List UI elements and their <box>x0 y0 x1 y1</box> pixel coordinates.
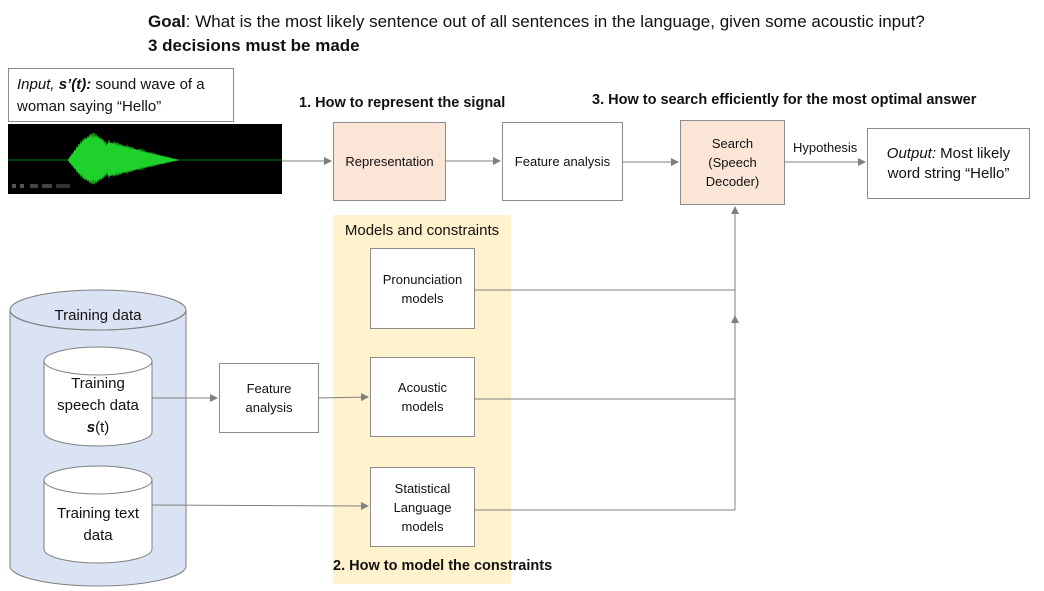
waveform-graphic <box>8 133 282 188</box>
output-line2: word string “Hello” <box>887 164 1010 182</box>
goal-question: : What is the most likely sentence out o… <box>185 12 925 31</box>
acoustic-l1: Acoustic <box>397 380 448 395</box>
acoustic-l2: models <box>401 399 444 414</box>
sound-wave-image <box>8 124 282 194</box>
heading-search: 3. How to search efficiently for the mos… <box>592 92 977 108</box>
training-text-label: Training text data <box>44 503 152 547</box>
representation-label: Representation <box>345 154 434 169</box>
goal-text: Goal: What is the most likely sentence o… <box>148 10 925 58</box>
feat2-l1: Feature <box>246 381 292 396</box>
text-l2: data <box>83 527 113 544</box>
search-label-1: Search <box>711 136 754 151</box>
input-italic: Input, <box>17 76 59 93</box>
pron-l1: Pronunciation <box>382 271 463 287</box>
input-desc-line2: woman saying “Hello” <box>17 98 162 115</box>
lang-l3: models <box>401 518 444 534</box>
input-desc: sound wave of a <box>91 76 205 93</box>
acoustic-models-box: Acoustic models <box>370 357 475 437</box>
heading-model-constraints: 2. How to model the constraints <box>333 558 553 574</box>
lang-l2: Language <box>393 499 452 515</box>
input-label-box: Input, s’(t): sound wave of a woman sayi… <box>8 68 234 122</box>
heading-represent-signal: 1. How to represent the signal <box>299 95 506 111</box>
models-title: Models and constraints <box>344 222 500 239</box>
lang-l1: Statistical <box>394 480 451 496</box>
input-signal-symbol: s’(t): <box>58 76 92 93</box>
search-label-3: Decoder) <box>705 174 760 189</box>
output-line1: Most likely <box>936 144 1011 162</box>
search-label-2: (Speech <box>708 155 757 170</box>
pron-l2: models <box>401 290 444 306</box>
goal-prefix: Goal <box>148 12 186 31</box>
speech-l1: Training <box>71 375 125 392</box>
output-box: Output: Most likely word string “Hello” <box>867 128 1030 199</box>
feat2-l2: analysis <box>245 400 293 415</box>
goal-decisions: 3 decisions must be made <box>148 36 360 55</box>
speech-l2: speech data <box>57 397 139 414</box>
text-l1: Training text <box>57 505 139 522</box>
training-data-title: Training data <box>54 307 142 324</box>
representation-box: Representation <box>333 122 446 201</box>
speech-symbol-rest: (t) <box>95 419 110 436</box>
search-decoder-box: Search (Speech Decoder) <box>680 120 785 205</box>
hypothesis-label: Hypothesis <box>793 140 858 155</box>
pronunciation-models-box: Pronunciation models <box>370 248 475 329</box>
speech-symbol: s <box>86 419 96 436</box>
training-feature-analysis-box: Feature analysis <box>219 363 319 433</box>
training-speech-label: Training speech data s(t) <box>44 373 152 439</box>
feature-analysis-box: Feature analysis <box>502 122 623 201</box>
feature-analysis-label: Feature analysis <box>514 154 611 169</box>
output-italic: Output: <box>886 144 936 162</box>
